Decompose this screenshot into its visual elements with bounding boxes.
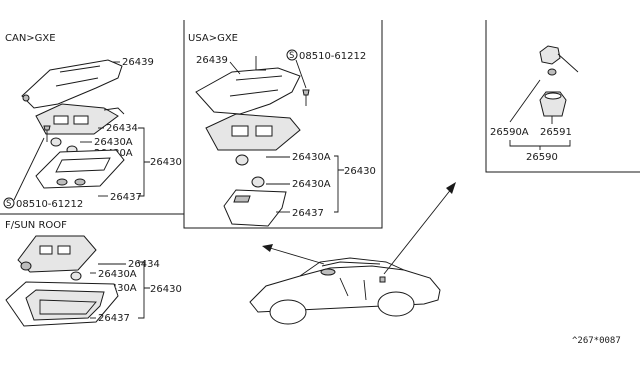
label-26430A-usa-2: 26430A xyxy=(292,179,331,190)
label-26437-usa: 26437 xyxy=(292,208,324,219)
car-map-lamp xyxy=(379,276,386,283)
screw-prefix-can: S xyxy=(6,199,11,209)
label-26430-usa: 26430 xyxy=(344,166,376,177)
label-26439-can: 26439 xyxy=(122,57,154,68)
lens-26437-shape xyxy=(35,149,125,189)
sun-roof-section: F/SUN ROOF 26434 26430A 26430A 26437 264… xyxy=(5,220,182,327)
switch-26590A-shape xyxy=(539,45,561,65)
screw-prefix-usa: S xyxy=(289,51,294,61)
lamp-base-usa-shape xyxy=(205,113,301,151)
can-gxe-title: CAN>GXE xyxy=(5,33,56,44)
label-26430-sunroof: 26430 xyxy=(150,284,182,295)
can-gxe-section: CAN>GXE 26439 26434 26430A 26430A 26437 xyxy=(3,33,182,210)
usa-gxe-title: USA>GXE xyxy=(188,33,238,44)
label-26591: 26591 xyxy=(540,127,572,138)
sun-roof-title: F/SUN ROOF xyxy=(5,220,67,231)
pointer-arrows xyxy=(262,182,456,275)
bulb-26430A-sunroof-1 xyxy=(70,271,82,281)
panel-frames xyxy=(0,20,640,229)
screw-symbol-usa xyxy=(286,49,298,61)
screw-code-can: 08510-61212 xyxy=(16,199,83,210)
label-26439-usa: 26439 xyxy=(196,55,228,66)
bulb-26430A-1 xyxy=(50,137,62,147)
screw-code-usa: 08510-61212 xyxy=(299,51,366,62)
lens-26437-usa-shape xyxy=(223,189,287,227)
car-rear-wheel xyxy=(377,291,415,317)
bulb-26430A-usa-1 xyxy=(235,154,249,166)
label-26430-can: 26430 xyxy=(150,157,182,168)
label-26590A: 26590A xyxy=(490,127,529,138)
bracket-26439-shape xyxy=(21,59,123,109)
car-roof xyxy=(299,257,405,277)
bracket-hole xyxy=(22,94,30,102)
arrow-map-lamp xyxy=(383,187,453,275)
label-26430A-can-1: 26430A xyxy=(94,137,133,148)
arrow-roof-lamp xyxy=(269,247,325,265)
bulb-26430A-usa-2 xyxy=(251,176,265,188)
label-26437-sunroof: 26437 xyxy=(98,313,130,324)
car-roof-lamp xyxy=(320,268,336,276)
car-front-wheel xyxy=(269,299,307,325)
usa-gxe-frame xyxy=(0,20,383,229)
bracket-26439-usa-shape xyxy=(195,67,301,115)
diagram-reference: ^267*0087 xyxy=(572,336,621,346)
map-lamp-frame xyxy=(485,20,640,173)
label-26434-can: 26434 xyxy=(106,123,138,134)
label-26430A-sunroof-2: 26430A xyxy=(98,283,137,294)
lamp-base-sunroof-shape xyxy=(17,235,97,273)
label-26430A-sunroof-1: 26430A xyxy=(98,269,137,280)
label-26437-can: 26437 xyxy=(110,192,142,203)
label-26430A-usa-1: 26430A xyxy=(292,152,331,163)
usa-gxe-section: USA>GXE 26439 S 08510-61212 26430A 26430… xyxy=(188,33,376,227)
car-illustration xyxy=(249,257,441,325)
label-26590: 26590 xyxy=(526,152,558,163)
map-lamp-section: 26590A 26591 26590 xyxy=(490,45,579,163)
screw-symbol-can xyxy=(3,197,15,209)
